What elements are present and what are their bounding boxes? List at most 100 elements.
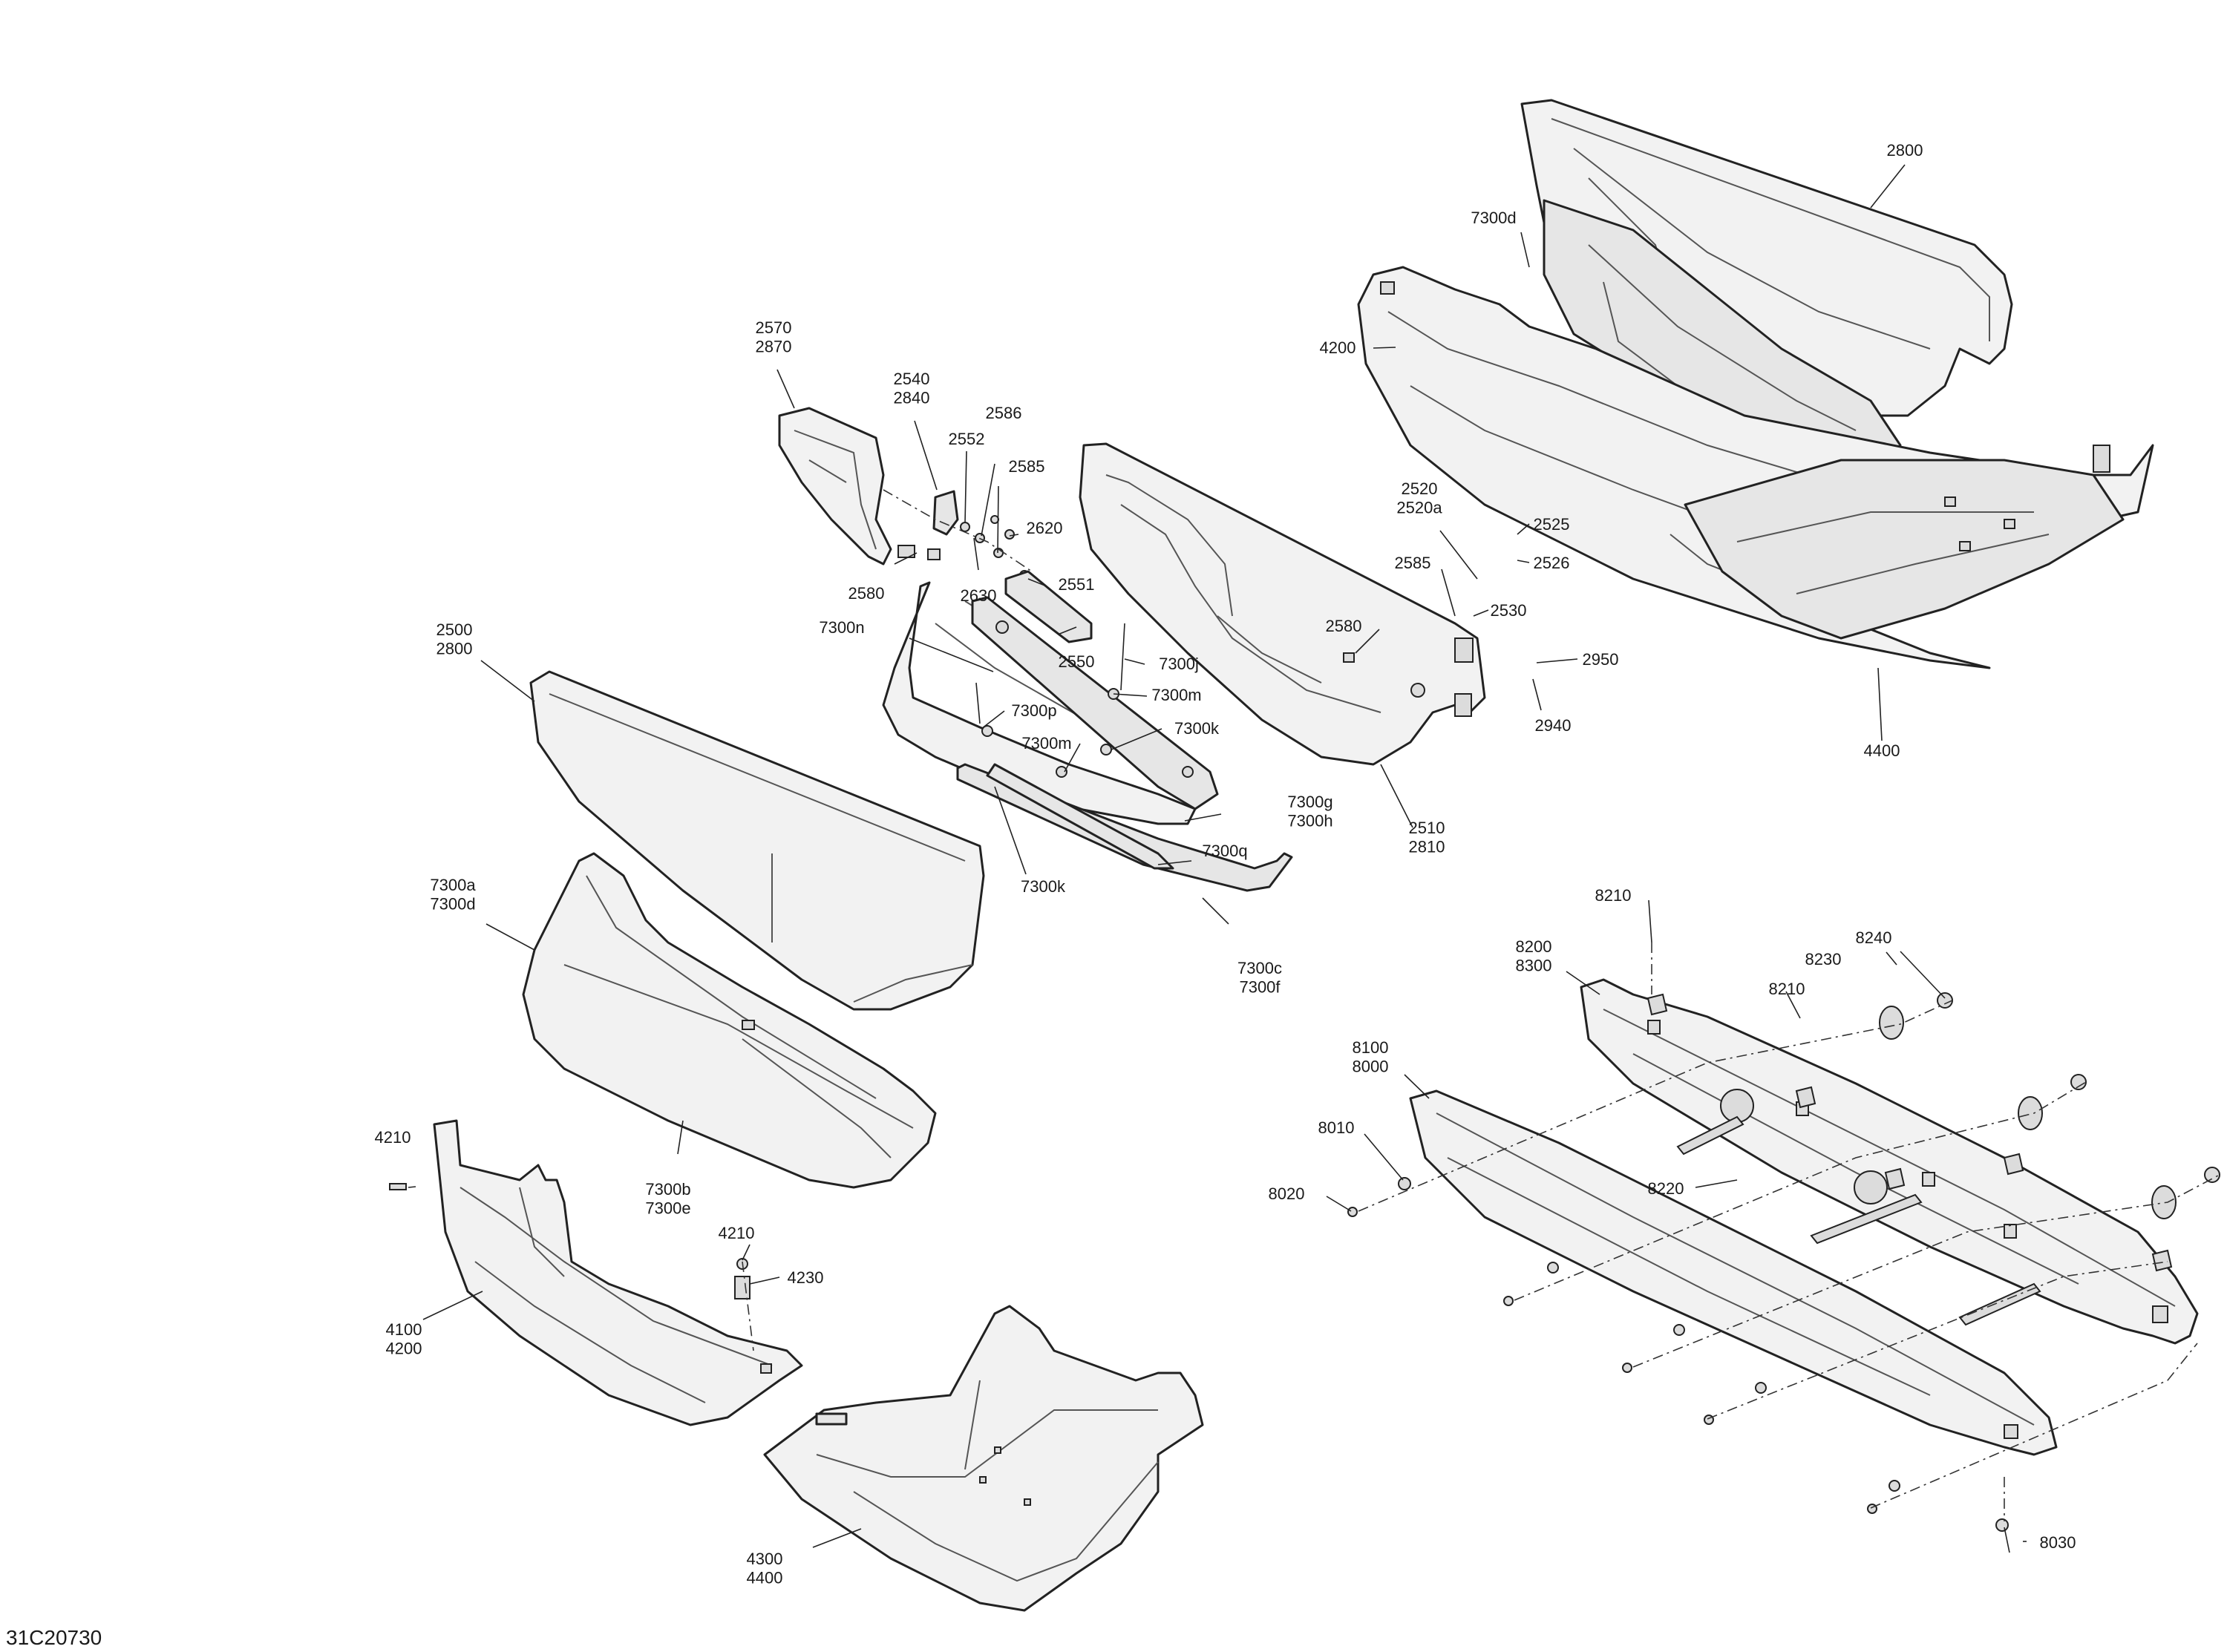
label-7300k-b: 7300k: [1021, 877, 1066, 896]
callout-line: 2840: [894, 388, 930, 407]
label-4200-top: 4200: [1320, 338, 1356, 357]
callout-line: 2552: [949, 430, 985, 448]
label-8220: 8220: [1648, 1179, 1684, 1198]
door-tube-frame: [1079, 442, 1486, 766]
callout-line: 7300d: [430, 894, 475, 913]
lower-frame-rail: [1409, 1089, 2058, 1456]
callout-line: 7300h: [1287, 811, 1332, 830]
callout-line: 4400: [1864, 741, 1900, 760]
door-lower-seal: [956, 763, 1293, 892]
callout-line: 2570: [756, 318, 792, 337]
label-7300j: 7300j: [1159, 655, 1199, 673]
callout-line: 8220: [1648, 1179, 1684, 1198]
label-8010: 8010: [1318, 1118, 1355, 1137]
label-2585-left: 2585: [1009, 457, 1045, 476]
callout-line: 2810: [1409, 837, 1445, 856]
callout-line: 2526: [1534, 554, 1570, 572]
callout-line: 2525: [1534, 515, 1570, 534]
callout-line: 7300j: [1159, 655, 1199, 673]
callout-line: 7300a: [430, 876, 476, 894]
callout-line: 2950: [1583, 650, 1619, 669]
callout-line: 2800: [436, 639, 473, 658]
callout-line: 4400: [747, 1568, 783, 1587]
label-2950: 2950: [1583, 650, 1619, 669]
assembled-floor-panel: [1684, 459, 2125, 640]
label-2552: 2552: [949, 430, 985, 448]
callout-line: 8200: [1516, 937, 1552, 956]
label-2530: 2530: [1491, 601, 1527, 620]
label-7300q: 7300q: [1202, 842, 1247, 860]
inner-door-trim: [778, 407, 892, 566]
label-4210-a: 4210: [375, 1128, 411, 1147]
callout-line: 2800: [1887, 141, 1923, 160]
callout-line: 8010: [1318, 1118, 1355, 1137]
callout-line: 7300n: [819, 618, 864, 637]
label-7300m-a: 7300m: [1151, 686, 1201, 704]
callout-line: 8300: [1516, 956, 1552, 974]
label-2580-right: 2580: [1326, 617, 1362, 635]
label-4210-b: 4210: [719, 1224, 755, 1242]
callout-line: 7300k: [1174, 719, 1220, 738]
callout-line: 2630: [961, 586, 997, 605]
callout-line: 8000: [1353, 1057, 1389, 1075]
figure-code: 31C20730: [6, 1626, 102, 1649]
callout-line: 7300m: [1021, 734, 1071, 753]
label-7300m-b: 7300m: [1021, 734, 1071, 753]
label-7300k-a: 7300k: [1174, 719, 1220, 738]
callout-line: 2500: [436, 620, 473, 639]
door-inner-panel: [522, 852, 937, 1189]
callout-line: 8100: [1353, 1038, 1389, 1057]
label-7300d-top: 7300d: [1471, 209, 1516, 227]
callout-line: 8030: [2040, 1533, 2076, 1552]
label-2526: 2526: [1534, 554, 1570, 572]
callout-line: 2530: [1491, 601, 1527, 620]
callout-line: 8230: [1805, 950, 1842, 968]
door-outer-panel: [529, 670, 985, 1011]
callout-line: 2540: [894, 370, 930, 388]
label-2550: 2550: [1059, 652, 1095, 671]
callout-line: 7300m: [1151, 686, 1201, 704]
callout-line: 8240: [1856, 928, 1892, 947]
callout-line: 4210: [719, 1224, 755, 1242]
label-2800-top: 2800: [1887, 141, 1923, 160]
door-latch-assembly: [883, 489, 1033, 580]
callout-line: 2580: [1326, 617, 1362, 635]
label-8020: 8020: [1269, 1184, 1305, 1203]
callout-line: 7300g: [1287, 793, 1332, 811]
label-2525: 2525: [1534, 515, 1570, 534]
callout-line: 2510: [1409, 819, 1445, 837]
callout-leader-lines: [408, 164, 2027, 1553]
label-8210-a: 8210: [1595, 886, 1632, 905]
callout-line: 7300e: [645, 1199, 690, 1217]
label-7300p: 7300p: [1011, 701, 1056, 720]
label-2620: 2620: [1027, 519, 1063, 537]
callout-line: 4200: [1320, 338, 1356, 357]
callout-line: 4300: [747, 1550, 783, 1568]
upper-frame-rail: [1580, 978, 2199, 1345]
frame-rail-hardware: [1347, 992, 2220, 1532]
callout-line: 7300p: [1011, 701, 1056, 720]
label-7300n: 7300n: [819, 618, 864, 637]
label-2585-right: 2585: [1395, 554, 1431, 572]
label-2586: 2586: [986, 404, 1022, 422]
label-2580-left: 2580: [848, 584, 885, 603]
callout-line: 7300k: [1021, 877, 1066, 896]
callout-line: 2580: [848, 584, 885, 603]
callout-line: 2585: [1009, 457, 1045, 476]
callout-line: 2870: [756, 337, 792, 355]
callout-line: 4210: [375, 1128, 411, 1147]
callout-line: 8210: [1769, 980, 1805, 998]
